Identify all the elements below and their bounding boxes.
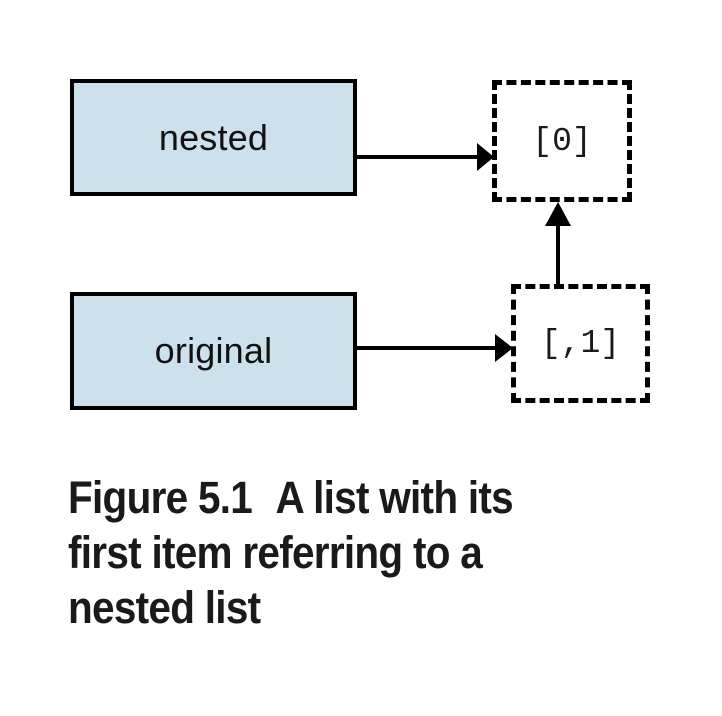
list-cell-box-one-label: [,1] (540, 325, 621, 362)
arrow-original-to-cell-one (357, 334, 513, 362)
figure-caption: Figure 5.1 A list with its first item ref… (68, 470, 668, 635)
variable-box-original: original (70, 292, 357, 410)
list-cell-box-zero-label: [0] (532, 122, 592, 160)
caption-line-1: Figure 5.1 A list with its (68, 470, 608, 525)
caption-line-2: first item referring to a (68, 527, 483, 578)
list-cell-box-zero: [0] (492, 80, 632, 202)
caption-line-3: nested list (68, 582, 261, 633)
list-cell-box-one: [,1] (511, 284, 650, 403)
variable-box-original-label: original (154, 330, 273, 371)
variable-box-nested: nested (70, 79, 357, 196)
caption-figure-number: Figure 5.1 (68, 472, 253, 523)
arrow-cell-one-to-cell-zero (545, 202, 571, 286)
arrow-nested-to-cell-zero (357, 143, 494, 171)
caption-line-1-rest: A list with its (275, 472, 514, 523)
variable-box-nested-label: nested (158, 116, 269, 158)
